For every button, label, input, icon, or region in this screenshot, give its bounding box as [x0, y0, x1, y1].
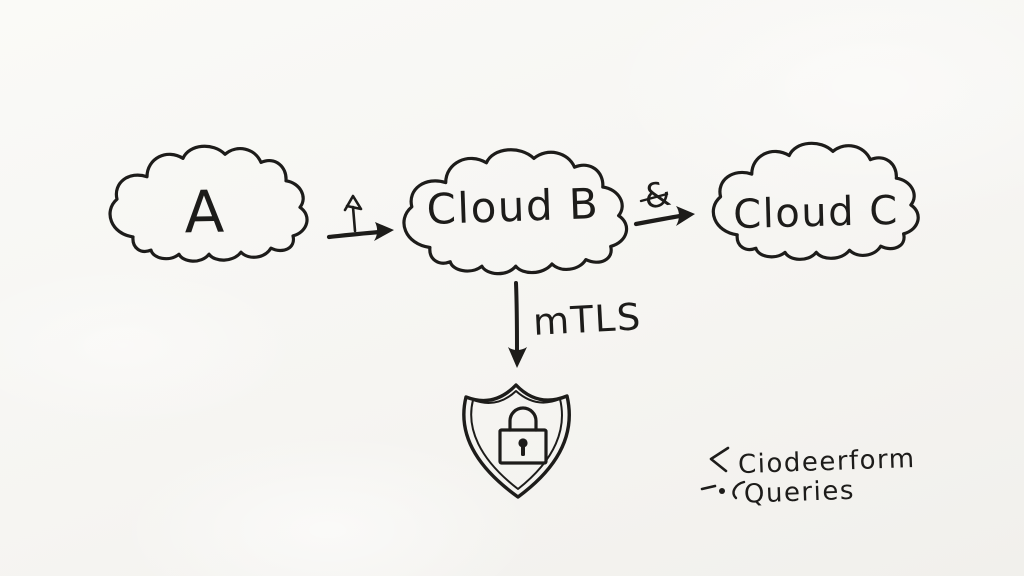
- node-cloud-a: A: [110, 146, 307, 261]
- edge-a-to-b: [326, 194, 394, 241]
- cloud-c-shape: [713, 143, 918, 259]
- arrow-a-b-head: [374, 222, 394, 241]
- cloud-a-label: A: [184, 178, 226, 247]
- padlock-shackle: [508, 406, 538, 432]
- arrow-b-shield: [514, 281, 519, 354]
- arrow-a-b: [326, 229, 383, 240]
- mtls-label: mTLS: [532, 295, 643, 344]
- padlock-keyhole: [518, 438, 528, 448]
- up-arrow-scribble-icon: [343, 194, 363, 233]
- arrow-b-c: [633, 213, 683, 227]
- padlock-keyhole-stem: [521, 445, 525, 456]
- ampersand-scribble-icon: &: [639, 174, 675, 218]
- edge-b-to-c: &: [633, 174, 695, 227]
- dash-dot-scribble-icon: [700, 480, 746, 500]
- padlock-icon: [498, 406, 548, 465]
- cloud-c-label: Cloud C: [733, 188, 900, 238]
- cloud-a-shape: [110, 146, 307, 261]
- angle-bracket-scribble-icon: [709, 446, 730, 473]
- node-cloud-b: Cloud B: [404, 150, 627, 274]
- cloud-b-label: Cloud B: [426, 179, 600, 234]
- padlock-body: [498, 428, 548, 465]
- arrow-b-c-head: [676, 206, 695, 226]
- shield-inner-outline: [470, 390, 563, 490]
- notes-line1: Ciodeerform: [738, 444, 917, 480]
- shield-lock-icon: [462, 383, 571, 499]
- notes-annotation: Ciodeerform Queries: [700, 444, 917, 510]
- cloud-b-shape: [404, 150, 627, 274]
- edge-b-to-shield: mTLS: [508, 281, 643, 368]
- node-cloud-c: Cloud C: [713, 143, 918, 259]
- notes-line2: Queries: [743, 476, 855, 510]
- arrow-b-shield-head: [508, 347, 527, 368]
- shield-outer-outline: [462, 383, 571, 499]
